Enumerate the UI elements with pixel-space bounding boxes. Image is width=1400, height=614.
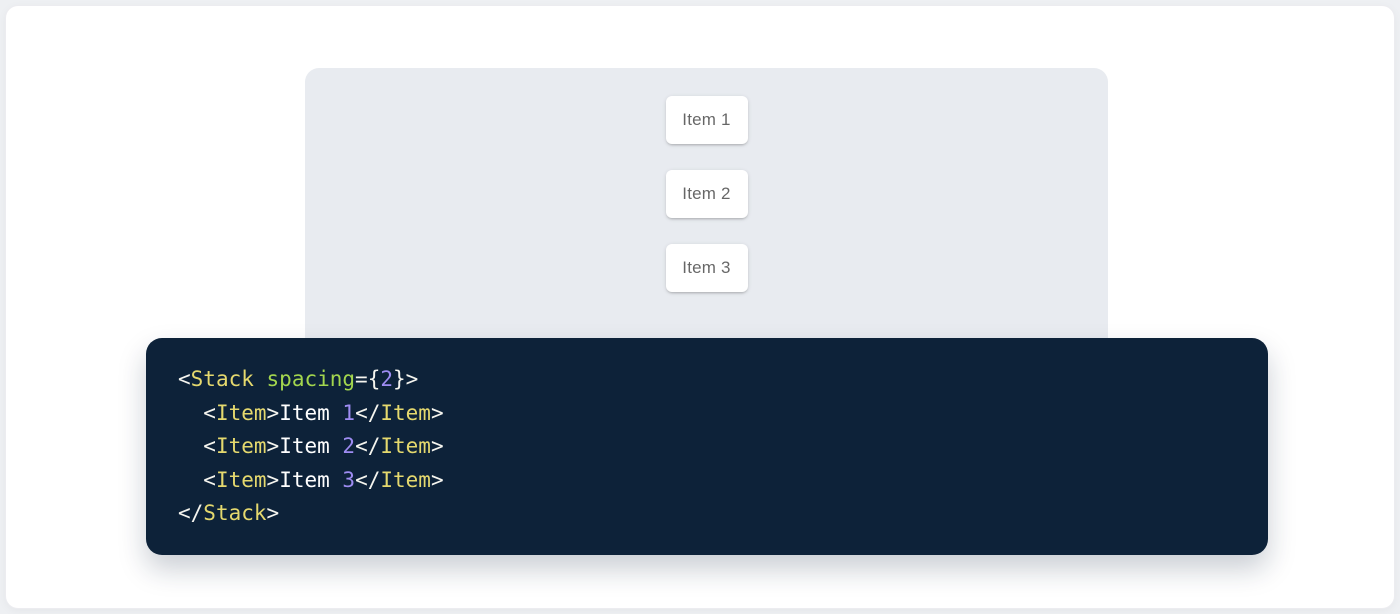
- code-token-punct: </: [355, 434, 381, 458]
- code-token-punct: >: [266, 400, 280, 425]
- code-token-attr: spacing: [266, 367, 356, 391]
- code-token-num: 3: [342, 467, 356, 492]
- stack-item: Item 2: [665, 170, 748, 218]
- code-token-tag: Item: [380, 467, 431, 492]
- code-token-plain: Item: [279, 467, 343, 492]
- stack-item-label: Item 3: [682, 258, 731, 277]
- code-token-punct: >: [430, 467, 444, 492]
- stack-item-label: Item 2: [682, 184, 731, 203]
- code-token-plain: [178, 434, 203, 458]
- code-token-tag: Item: [380, 434, 431, 458]
- stack-item-label: Item 1: [682, 110, 731, 129]
- code-line: <Stack spacing={2}>: [178, 363, 1236, 397]
- code-token-punct: <: [203, 400, 216, 425]
- code-token-plain: Item: [279, 434, 343, 458]
- code-token-punct: ={: [355, 367, 381, 391]
- code-line: <Item>Item 3</Item>: [178, 464, 1236, 498]
- code-token-punct: <: [203, 434, 216, 458]
- code-token-punct: >: [430, 400, 444, 425]
- code-token-punct: </: [355, 400, 381, 425]
- code-token-tag: Item: [215, 400, 267, 425]
- code-token-tag: Stack: [190, 367, 254, 391]
- code-token-tag: Item: [215, 467, 267, 492]
- code-token-punct: </: [355, 467, 381, 492]
- code-content: <Stack spacing={2}> <Item>Item 1</Item> …: [178, 363, 1236, 531]
- code-token-tag: Item: [380, 400, 431, 425]
- stack-item: Item 3: [665, 244, 748, 292]
- code-token-punct: >: [266, 434, 280, 458]
- code-token-num: 1: [342, 400, 356, 425]
- code-token-punct: <: [178, 367, 191, 391]
- demo-panel: Item 1 Item 2 Item 3: [305, 68, 1108, 366]
- code-token-num: 2: [380, 367, 393, 391]
- code-token-punct: }>: [393, 367, 419, 391]
- code-line: </Stack>: [178, 497, 1236, 531]
- stack-item: Item 1: [665, 96, 748, 144]
- code-token-plain: Item: [279, 400, 343, 425]
- code-token-plain: [178, 401, 203, 425]
- code-token-tag: Stack: [203, 501, 267, 525]
- code-token-punct: >: [266, 467, 280, 492]
- code-line: <Item>Item 1</Item>: [178, 397, 1236, 431]
- code-token-punct: >: [266, 501, 280, 525]
- code-token-plain: [254, 367, 267, 391]
- code-line: <Item>Item 2</Item>: [178, 430, 1236, 464]
- code-token-punct: <: [203, 467, 216, 492]
- stack-container: Item 1 Item 2 Item 3: [305, 68, 1108, 292]
- code-token-num: 2: [342, 434, 356, 458]
- code-token-plain: [178, 468, 203, 492]
- code-token-tag: Item: [215, 434, 267, 458]
- code-token-punct: >: [430, 434, 444, 458]
- code-token-punct: </: [178, 501, 204, 525]
- code-block: <Stack spacing={2}> <Item>Item 1</Item> …: [146, 338, 1268, 555]
